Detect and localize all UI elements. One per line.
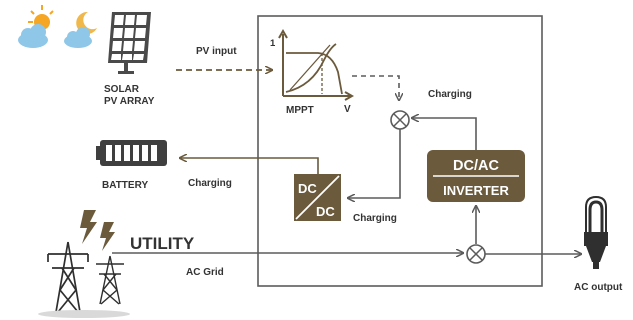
junction-to-dcdc-arrow <box>348 129 401 198</box>
utility-label: UTILITY <box>130 234 195 253</box>
ground-shadow <box>38 310 130 318</box>
light-bulb-icon <box>584 195 608 269</box>
charging-battery-label: Charging <box>188 178 232 189</box>
mppt-curve-icon <box>278 28 355 101</box>
transmission-tower-small-icon <box>96 255 124 305</box>
dcac-inverter-block: DC/AC INVERTER <box>427 150 525 202</box>
charging-top-label: Charging <box>428 89 472 100</box>
mppt-to-junction-arrow <box>352 75 399 100</box>
battery-label: BATTERY <box>102 180 148 191</box>
solar-panel-icon <box>108 12 151 74</box>
dcdc-to-battery-arrow <box>180 158 319 174</box>
charging-dcdc-label: Charging <box>353 213 397 224</box>
ac-output-label: AC output <box>574 282 623 293</box>
lightning-bolt-icon <box>80 210 115 251</box>
pv-input-label: PV input <box>196 46 237 57</box>
moon-cloud-icon <box>64 11 97 48</box>
inverter-to-junction-arrow <box>412 118 477 150</box>
battery-icon <box>96 140 167 166</box>
sun-cloud-icon <box>18 5 54 48</box>
mppt-axis-v-label: V <box>344 104 351 115</box>
dcdc-top-label: DC <box>298 181 317 196</box>
upper-junction-icon <box>390 110 410 130</box>
solar-label-line1: SOLAR <box>104 84 140 95</box>
mppt-axis-one-label: 1 <box>270 38 276 49</box>
inverter-line2: INVERTER <box>443 183 509 198</box>
ac-grid-label: AC Grid <box>186 267 224 278</box>
lower-junction-icon <box>466 244 486 264</box>
mppt-label: MPPT <box>286 105 314 116</box>
solar-label-line2: PV ARRAY <box>104 96 155 107</box>
inverter-system-frame <box>257 15 543 287</box>
transmission-tower-icon <box>47 241 89 313</box>
dcdc-converter-block: DC DC <box>294 174 341 221</box>
dcdc-bottom-label: DC <box>316 204 335 219</box>
inverter-line1: DC/AC <box>453 158 499 174</box>
